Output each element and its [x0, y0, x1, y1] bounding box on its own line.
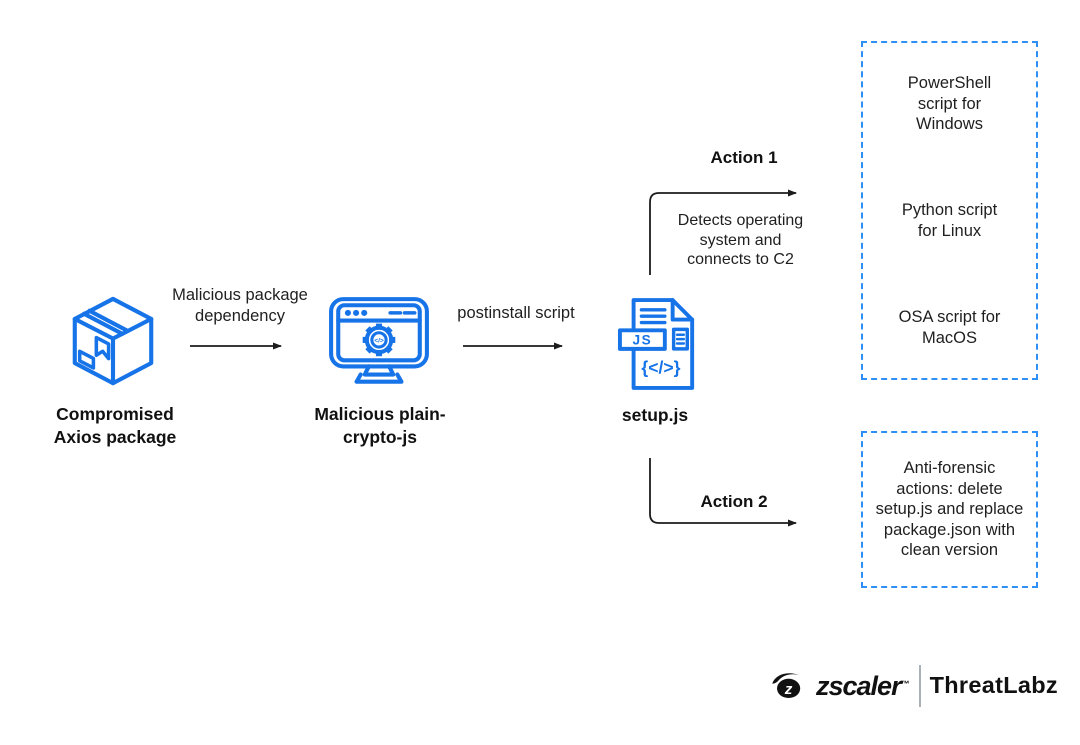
payload-item-python-linux: Python script for Linux — [901, 201, 998, 240]
gear-code-icon — [362, 323, 396, 357]
svg-text:z: z — [784, 681, 793, 698]
anti-forensics-outcome-box: Anti-forensic actions: delete setup.js a… — [861, 431, 1038, 588]
anti-forensics-text: Anti-forensic actions: delete setup.js a… — [875, 459, 1024, 560]
arrow-action2 — [649, 458, 797, 527]
threatlabz-wordmark: ThreatLabz — [929, 672, 1058, 699]
js-file-icon: JS {</>} — [617, 298, 695, 390]
zscaler-wordmark: zscaler™ — [816, 670, 910, 701]
trademark-symbol: ™ — [900, 678, 910, 689]
node-label-malicious-plain-crypto-js: Malicious plain- crypto-js — [314, 404, 446, 447]
node-label-setup-js: setup.js — [621, 405, 689, 425]
edge-label-malicious-package-dependency: Malicious package dependency — [172, 286, 308, 325]
payload-item-osa-macos: OSA script for MacOS — [898, 308, 1001, 347]
action1-label: Action 1 — [710, 148, 778, 167]
logo-divider — [918, 665, 921, 707]
payload-item-powershell-windows: PowerShell script for Windows — [907, 74, 992, 133]
package-box-icon — [72, 296, 154, 386]
code-glyph-text: {</>} — [641, 357, 680, 377]
node-label-compromised-axios-package: Compromised Axios package — [53, 404, 177, 447]
payloads-outcome-box: PowerShell script for Windows Python scr… — [861, 41, 1038, 380]
action1-description: Detects operating system and connects to… — [677, 212, 804, 268]
malicious-app-monitor-icon: </> — [329, 297, 429, 384]
edge-label-postinstall-script: postinstall script — [457, 304, 575, 322]
js-badge-text: JS — [633, 332, 653, 347]
action2-label: Action 2 — [700, 492, 768, 511]
zscaler-logo-icon: z — [772, 673, 801, 698]
zscaler-threatlabz-logo: z zscaler™ ThreatLabz — [771, 664, 1058, 708]
svg-text:</>: </> — [374, 338, 384, 345]
arrow-action1 — [649, 189, 797, 275]
